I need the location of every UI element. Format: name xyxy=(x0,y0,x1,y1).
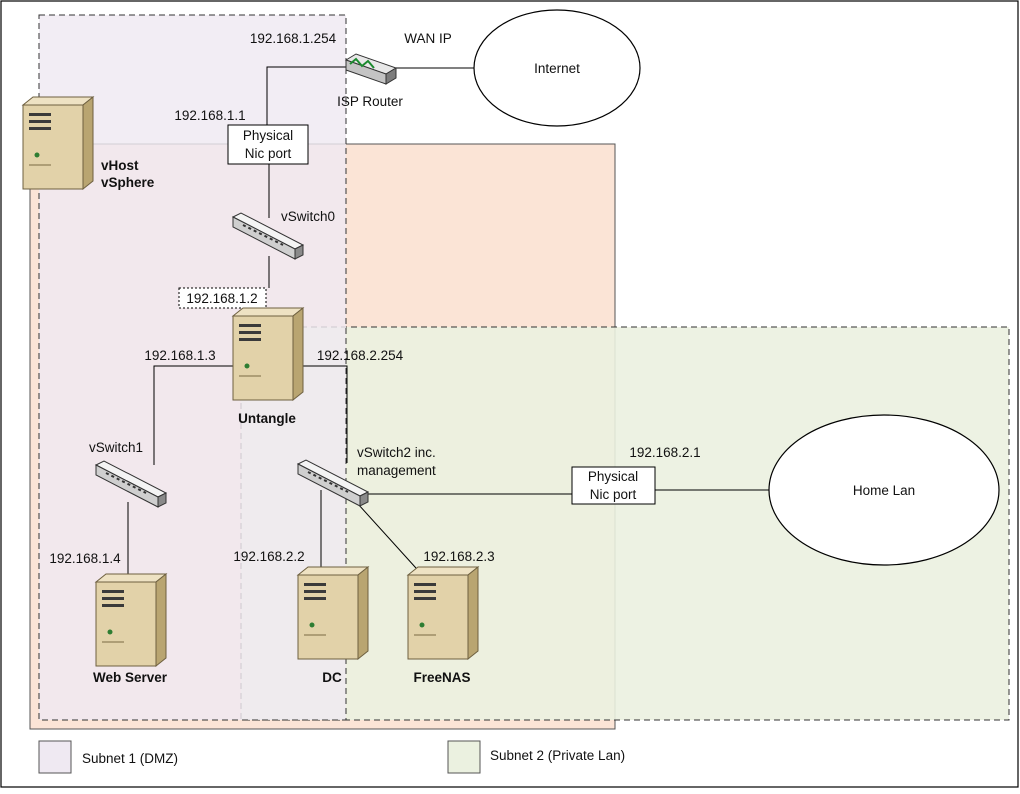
untangle-wan-ip: 192.168.1.2 xyxy=(186,291,257,306)
web-server-icon xyxy=(95,573,167,667)
freenas-ip: 192.168.2.3 xyxy=(423,549,494,564)
legend-subnet1-label: Subnet 1 (DMZ) xyxy=(82,751,178,766)
nic2-label-line2: Nic port xyxy=(590,487,637,502)
untangle-lan-ip: 192.168.2.254 xyxy=(317,348,404,363)
nic2-label-line1: Physical xyxy=(588,469,638,484)
web-server-label: Web Server xyxy=(93,670,168,685)
dc-label: DC xyxy=(322,670,342,685)
vswitch2-label-line1: vSwitch2 inc. xyxy=(357,445,436,460)
nic2-ip: 192.168.2.1 xyxy=(629,445,700,460)
nic1-label-line2: Nic port xyxy=(245,146,292,161)
internet-ellipse xyxy=(473,9,641,127)
physical-nic-port-2 xyxy=(571,466,656,505)
isp-router-label: ISP Router xyxy=(337,94,403,109)
connection-lines xyxy=(127,66,770,583)
nic1-label-line1: Physical xyxy=(243,128,293,143)
vswitch1-label: vSwitch1 xyxy=(89,440,143,455)
home-lan-label: Home Lan xyxy=(853,483,915,498)
dc-ip: 192.168.2.2 xyxy=(233,549,304,564)
vhost-label-line1: vHost xyxy=(101,158,139,173)
vhost-label-line2: vSphere xyxy=(101,175,155,190)
freenas-label: FreeNAS xyxy=(413,670,470,685)
wan-ip-label: WAN IP xyxy=(404,31,452,46)
untangle-wan-ip-box xyxy=(178,287,267,309)
isp-router-icon xyxy=(344,53,398,85)
legend-subnet1-swatch xyxy=(38,740,72,774)
legend-subnet2-label: Subnet 2 (Private Lan) xyxy=(490,748,625,763)
untangle-server-icon xyxy=(232,307,304,401)
vhost-server-icon xyxy=(22,96,94,190)
physical-nic-port-1 xyxy=(227,124,309,165)
untangle-label: Untangle xyxy=(238,411,296,426)
home-lan-ellipse xyxy=(768,414,1000,566)
vswitch2-label-line2: management xyxy=(357,463,436,478)
router-lan-ip: 192.168.1.254 xyxy=(250,31,337,46)
freenas-server-icon xyxy=(407,566,479,660)
dc-server-icon xyxy=(297,566,369,660)
untangle-dmz-ip: 192.168.1.3 xyxy=(144,348,215,363)
web-server-ip: 192.168.1.4 xyxy=(49,551,121,566)
nic1-ip: 192.168.1.1 xyxy=(174,108,245,123)
internet-label: Internet xyxy=(534,61,580,76)
vswitch0-label: vSwitch0 xyxy=(281,209,335,224)
legend-subnet2-swatch xyxy=(447,740,481,774)
